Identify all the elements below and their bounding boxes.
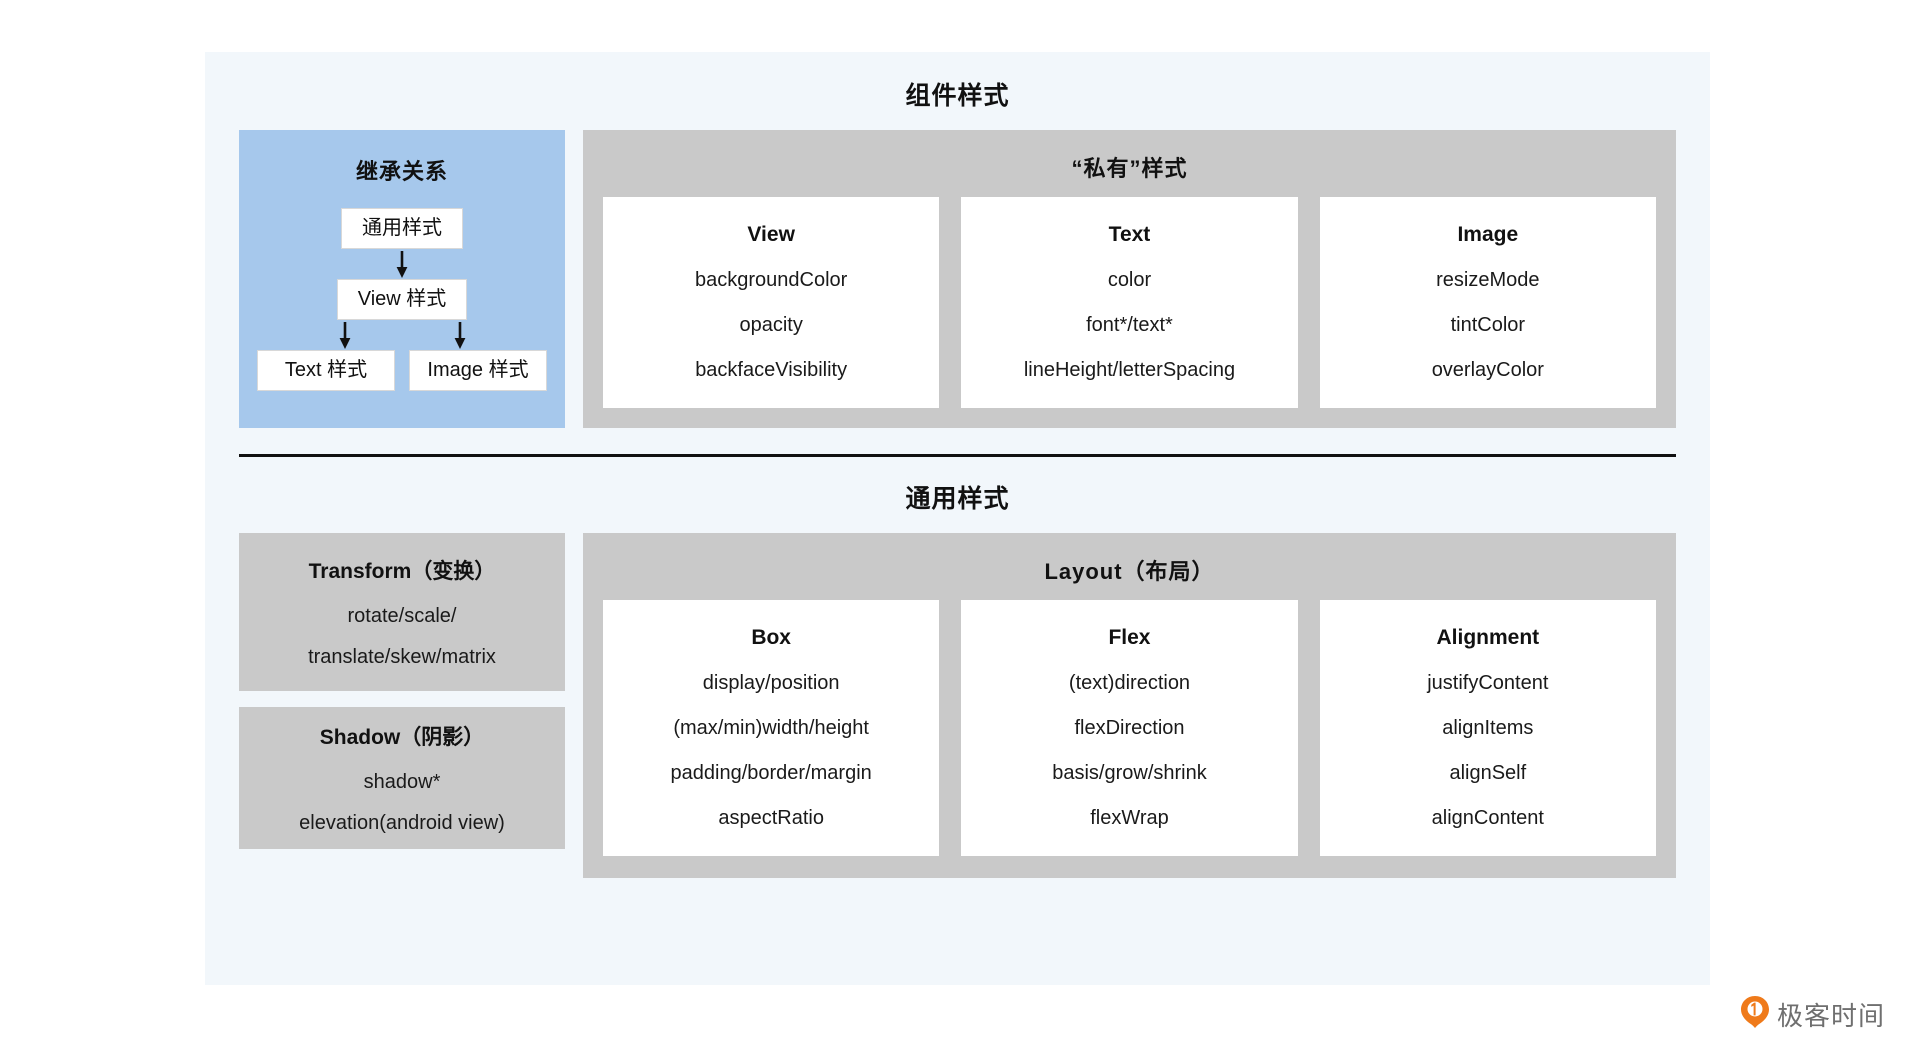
shadow-line-2: elevation(android view) (299, 812, 505, 834)
card-text-line-1: color (1107, 269, 1152, 291)
transform-panel-title: Transform（变换） (308, 560, 496, 583)
card-box-line-4: aspectRatio (718, 807, 824, 829)
card-view: View backgroundColor opacity backfaceVis… (603, 197, 940, 408)
card-image-line-1: resizeMode (1436, 269, 1540, 291)
card-alignment-line-4: alignContent (1431, 807, 1544, 829)
card-image-line-3: overlayColor (1431, 359, 1544, 381)
inheritance-node-image-style: Image 样式 (409, 350, 547, 391)
card-alignment-line-3: alignSelf (1449, 762, 1527, 784)
card-view-line-3: backfaceVisibility (695, 359, 848, 381)
card-alignment-line-1: justifyContent (1427, 672, 1549, 694)
inheritance-node-view-style: View 样式 (336, 279, 468, 320)
component-section-title: 组件样式 (905, 82, 1010, 110)
card-text-title: Text (1108, 223, 1151, 246)
inheritance-node-common-style: 通用样式 (341, 208, 463, 249)
layout-panel: Layout（布局） Box display/position (max/min… (583, 533, 1676, 878)
inheritance-leaf-row: Text 样式 Image 样式 (257, 350, 547, 391)
divider-wrap (239, 454, 1676, 457)
arrow-down-icon-left (337, 320, 353, 350)
general-left-stack: Transform（变换） rotate/scale/ translate/sk… (239, 533, 565, 878)
layout-card-row: Box display/position (max/min)width/heig… (603, 600, 1656, 856)
card-flex-line-4: flexWrap (1090, 807, 1169, 829)
inheritance-node-text-style: Text 样式 (257, 350, 395, 391)
section-divider (239, 454, 1676, 457)
component-section-body: 继承关系 通用样式 View 样式 (239, 130, 1676, 428)
card-flex-line-2: flexDirection (1074, 717, 1185, 739)
card-image: Image resizeMode tintColor overlayColor (1319, 197, 1656, 408)
private-styles-panel: “私有”样式 View backgroundColor opacity back… (583, 130, 1676, 428)
card-alignment-line-2: alignItems (1442, 717, 1534, 739)
card-alignment-title: Alignment (1436, 626, 1540, 649)
card-box-line-3: padding/border/margin (670, 762, 872, 784)
shadow-panel-title: Shadow（阴影） (319, 726, 485, 749)
inheritance-branch-arrows (257, 320, 547, 350)
card-box-line-1: display/position (702, 672, 840, 694)
geektime-logo-icon (1740, 995, 1770, 1034)
card-view-line-2: opacity (739, 314, 803, 336)
arrow-down-icon (394, 249, 410, 279)
card-image-title: Image (1457, 223, 1519, 246)
private-styles-title: “私有”样式 (1071, 156, 1188, 181)
card-text: Text color font*/text* lineHeight/letter… (961, 197, 1298, 408)
shadow-line-1: shadow* (363, 771, 441, 793)
watermark: 极客时间 (1740, 995, 1885, 1034)
card-box: Box display/position (max/min)width/heig… (603, 600, 940, 856)
card-image-line-2: tintColor (1450, 314, 1526, 336)
card-box-title: Box (751, 626, 791, 649)
card-alignment: Alignment justifyContent alignItems alig… (1319, 600, 1656, 856)
layout-panel-title: Layout（布局） (1044, 559, 1215, 584)
card-flex-line-1: (text)direction (1068, 672, 1191, 694)
inheritance-panel-title: 继承关系 (355, 159, 448, 184)
transform-panel: Transform（变换） rotate/scale/ translate/sk… (239, 533, 565, 691)
card-view-line-1: backgroundColor (695, 269, 848, 291)
transform-line-1: rotate/scale/ (347, 605, 457, 627)
general-section-title: 通用样式 (905, 485, 1010, 513)
shadow-panel: Shadow（阴影） shadow* elevation(android vie… (239, 707, 565, 849)
card-text-line-3: lineHeight/letterSpacing (1023, 359, 1236, 381)
card-flex-line-3: basis/grow/shrink (1052, 762, 1207, 784)
card-box-line-2: (max/min)width/height (673, 717, 869, 739)
inheritance-panel: 继承关系 通用样式 View 样式 (239, 130, 565, 428)
transform-line-2: translate/skew/matrix (308, 646, 496, 668)
card-text-line-2: font*/text* (1086, 314, 1173, 336)
card-flex: Flex (text)direction flexDirection basis… (961, 600, 1298, 856)
arrow-down-icon-right (452, 320, 468, 350)
watermark-text: 极客时间 (1777, 1001, 1886, 1031)
card-view-title: View (747, 223, 795, 246)
private-styles-card-row: View backgroundColor opacity backfaceVis… (603, 197, 1656, 408)
general-section-body: Transform（变换） rotate/scale/ translate/sk… (239, 533, 1676, 878)
card-flex-title: Flex (1108, 626, 1151, 649)
diagram-frame: 组件样式 继承关系 通用样式 View 样式 (205, 52, 1710, 985)
